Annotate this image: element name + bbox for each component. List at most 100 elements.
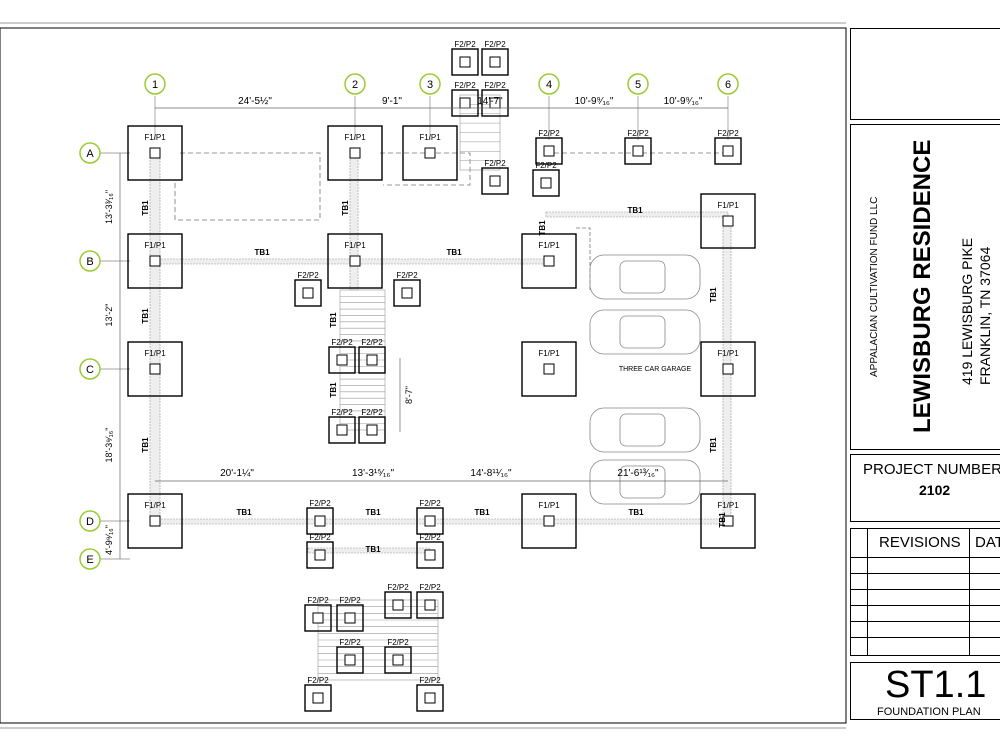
tie-beam-label-4: TB1 — [236, 508, 252, 517]
footing-f2-17: F2/P2 — [416, 499, 444, 535]
footing-f2-26: F2/P2 — [304, 676, 332, 712]
car-body — [589, 309, 701, 355]
footing-f1-5: F1/P1 — [327, 233, 383, 289]
footing-label: F2/P2 — [484, 40, 506, 49]
footing-label: F2/P2 — [454, 40, 476, 49]
grid-bubble-row-B — [79, 250, 101, 272]
tie-beam-grid-1 — [149, 152, 161, 522]
sheet-number: ST1.1 — [885, 664, 987, 706]
footing-outline — [451, 89, 479, 117]
pier-outline — [344, 654, 356, 666]
grid-bubble-label-row-A: A — [86, 148, 94, 160]
car-outline-2 — [589, 309, 701, 355]
footing-f1-8: F1/P1 — [521, 341, 577, 397]
grid-bubble-row-A — [79, 142, 101, 164]
footing-f1-1: F1/P1 — [127, 125, 183, 181]
client-name: APPALACIAN CULTIVATION FUND LLC — [869, 196, 880, 377]
grid-bubble-row-D — [79, 510, 101, 532]
footing-label: F1/P1 — [144, 349, 166, 358]
pier-outline — [543, 145, 555, 157]
grid-bubble-col-3 — [419, 73, 441, 95]
footing-label: F2/P2 — [387, 638, 409, 647]
dimension-left-3: 18'-3⁹⁄₁₆" — [104, 428, 114, 463]
dimension-top-2: 9'-1" — [382, 96, 402, 107]
dimension-left-4: 4'-9⁹⁄₁₆" — [104, 525, 114, 555]
tie-beam-label-v-9: TB1 — [709, 437, 718, 453]
footing-label: F1/P1 — [538, 349, 560, 358]
revisions-date-label: DAT — [975, 534, 1000, 551]
footing-f1-3: F1/P1 — [402, 125, 458, 181]
footing-label: F1/P1 — [717, 501, 739, 510]
grid-bubble-label-row-C: C — [86, 364, 94, 376]
footing-label: F2/P2 — [538, 129, 560, 138]
footing-label: F2/P2 — [387, 583, 409, 592]
tie-beam-label-v-7: TB1 — [538, 220, 547, 236]
footing-outline — [294, 279, 322, 307]
footing-outline — [384, 646, 412, 674]
pier-outline — [489, 56, 501, 68]
tie-beam-label-6: TB1 — [474, 508, 490, 517]
footing-f2-21: F2/P2 — [336, 596, 364, 632]
footing-label: F1/P1 — [144, 133, 166, 142]
pier-outline — [424, 147, 436, 159]
car-outline-3 — [589, 407, 701, 453]
dimension-top-1: 24'-5½" — [238, 96, 272, 107]
footing-f1-7: F1/P1 — [127, 341, 183, 397]
footing-label: F1/P1 — [717, 201, 739, 210]
pier-outline — [543, 515, 555, 527]
footing-f2-8: F2/P2 — [481, 159, 509, 195]
pier-outline — [722, 215, 734, 227]
footing-label: F2/P2 — [307, 676, 329, 685]
footing-f2-14: F2/P2 — [328, 408, 356, 444]
grid-bubble-label-col-2: 2 — [352, 79, 358, 91]
pier-outline — [392, 654, 404, 666]
footing-label: F2/P2 — [309, 499, 331, 508]
title-block-project-panel: APPALACIAN CULTIVATION FUND LLC LEWISBUR… — [850, 124, 1000, 450]
pier-outline — [424, 692, 436, 704]
pier-outline — [336, 424, 348, 436]
grid-bubble-row-E — [79, 548, 101, 570]
footing-label: F2/P2 — [419, 533, 441, 542]
footing-f2-16: F2/P2 — [306, 499, 334, 535]
dimension-left-2: 13'-2" — [104, 304, 114, 327]
footing-label: F2/P2 — [419, 499, 441, 508]
footing-outline — [532, 169, 560, 197]
footing-outline — [304, 604, 332, 632]
pier-outline — [459, 56, 471, 68]
footing-outline — [393, 279, 421, 307]
footing-f2-15: F2/P2 — [358, 408, 386, 444]
grid-bubble-col-5 — [627, 73, 649, 95]
car-cabin — [619, 465, 666, 499]
address-line-2: FRANKLIN, TN 37064 — [977, 246, 993, 385]
footing-label: F2/P2 — [339, 638, 361, 647]
pier-outline — [722, 515, 734, 527]
footing-label: F2/P2 — [484, 159, 506, 168]
pier-outline — [543, 363, 555, 375]
footing-outline — [700, 341, 756, 397]
footing-outline — [306, 541, 334, 569]
footing-f1-6: F1/P1 — [521, 233, 577, 289]
footing-outline — [358, 346, 386, 374]
footing-f1-10: F1/P1 — [521, 493, 577, 549]
footing-f2-19: F2/P2 — [416, 533, 444, 569]
car-outline-1 — [589, 254, 701, 300]
pier-outline — [459, 97, 471, 109]
footing-f2-10: F2/P2 — [294, 271, 322, 307]
pier-outline — [149, 255, 161, 267]
project-name: LEWISBURG RESIDENCE — [909, 139, 936, 433]
footing-outline — [700, 193, 756, 249]
footing-f2-20: F2/P2 — [304, 596, 332, 632]
dimension-top-4: 10'-9⁹⁄₁₆" — [575, 96, 614, 107]
footing-label: F2/P2 — [535, 161, 557, 170]
footing-outline — [481, 89, 509, 117]
footing-f2-1: F2/P2 — [451, 40, 479, 76]
footing-label: F2/P2 — [627, 129, 649, 138]
footing-label: F1/P1 — [538, 241, 560, 250]
pier-outline — [540, 177, 552, 189]
footing-label: F1/P1 — [419, 133, 441, 142]
footing-label: F2/P2 — [484, 81, 506, 90]
pier-outline — [149, 363, 161, 375]
footing-f2-9: F2/P2 — [532, 161, 560, 197]
pier-outline — [149, 515, 161, 527]
project-number-value: 2102 — [919, 482, 951, 498]
